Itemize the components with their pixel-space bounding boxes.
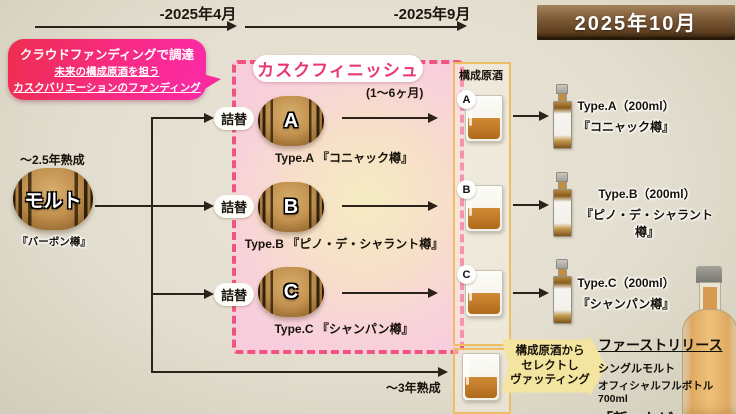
arrow-a-to-beaker xyxy=(342,117,428,119)
connector-line-branch-c xyxy=(151,293,205,295)
connector-line-branch-a xyxy=(151,117,205,119)
mini-bottle-c xyxy=(552,259,572,324)
mini-bottle-b-type: Type.B（200ml） xyxy=(598,187,696,201)
barrel-b: B xyxy=(258,182,324,232)
barrel-c: C xyxy=(258,267,324,317)
crowdfunding-callout: クラウドファンディングで調達 未来の構成原酒を担う カスクバリエーションのファン… xyxy=(8,39,206,100)
arrowhead-beaker-c-to-bottle xyxy=(539,287,549,298)
vatting-callout: 構成原酒から セレクトし ヴァッティング xyxy=(502,335,606,397)
arrow-b-to-beaker xyxy=(342,205,428,207)
mini-bottle-c-type: Type.C（200ml） xyxy=(577,276,675,290)
timeline-label-april: -2025年4月 xyxy=(159,6,237,23)
refill-pill-a: 詰替 xyxy=(214,107,254,130)
crowdfunding-subtitle-1: 未来の構成原酒を担う xyxy=(54,66,160,78)
beaker-a xyxy=(465,95,503,142)
barrel-a-type-label: Type.A 『コニャック樽』 xyxy=(274,151,413,165)
full-bottle-body xyxy=(682,309,736,414)
malt-aging-label: 〜2.5年熟成 xyxy=(20,153,85,167)
arrowhead-branch-a xyxy=(204,112,214,123)
arrow-beaker-c-to-bottle xyxy=(513,292,539,294)
malt-barrel-label: モルト xyxy=(24,190,82,212)
crowdfunding-title: クラウドファンディングで調達 xyxy=(19,48,195,62)
mini-bottle-c-cask: 『シャンパン樽』 xyxy=(577,297,675,311)
mini-bottle-a-cask: 『コニャック樽』 xyxy=(577,120,674,134)
component-badge-a: A xyxy=(457,90,476,109)
full-bottle-neck xyxy=(699,282,721,314)
vatting-line-2: セレクトし xyxy=(521,359,579,372)
beaker-c xyxy=(465,270,503,317)
component-badge-b: B xyxy=(457,180,476,199)
timeline-arrow-april xyxy=(35,26,229,28)
refill-pill-b: 詰替 xyxy=(214,195,254,218)
timeline-arrowhead-april xyxy=(227,21,237,31)
vatting-beaker xyxy=(462,353,500,401)
mini-bottle-c-neck xyxy=(557,269,567,276)
mini-bottle-c-label: Type.C（200ml） 『シャンパン樽』 xyxy=(570,274,682,312)
arrowhead-c-to-beaker xyxy=(428,287,438,298)
barrel-c-letter: C xyxy=(283,280,299,303)
timeline-label-september: -2025年9月 xyxy=(393,6,471,23)
mini-bottle-b-neck xyxy=(557,182,567,189)
first-release-title: ファーストリリース xyxy=(598,337,723,353)
mini-bottle-b-cap xyxy=(556,172,568,182)
first-release-line-1: シングルモルト xyxy=(598,363,675,375)
speech-bubble-tail xyxy=(203,74,221,90)
barrel-b-letter: B xyxy=(283,195,299,218)
barrel-b-type-label: Type.B 『ピノ・デ・シャラント樽』 xyxy=(244,237,444,251)
timeline-arrowhead-september xyxy=(457,21,467,31)
mini-bottle-a-cap xyxy=(556,84,568,94)
mini-bottle-a-label: Type.A（200ml） 『コニャック樽』 xyxy=(570,97,682,135)
connector-line-main xyxy=(95,205,205,207)
timeline-arrow-september xyxy=(245,26,457,28)
mini-bottle-a-type: Type.A（200ml） xyxy=(577,99,675,113)
arrow-beaker-b-to-bottle xyxy=(513,204,539,206)
vatting-line-3: ヴァッティング xyxy=(510,374,590,387)
connector-line-vatting xyxy=(151,371,439,373)
cask-finish-title: カスクフィニッシュ xyxy=(253,55,423,82)
arrowhead-branch-b xyxy=(204,200,214,211)
first-release-line-2: オフィシャルフルボトル 700ml xyxy=(598,380,714,405)
mini-bottle-c-cap xyxy=(556,259,568,269)
component-badge-c: C xyxy=(457,265,476,284)
first-release-block: ファーストリリース シングルモルト オフィシャルフルボトル 700ml 「哲」な… xyxy=(598,335,734,414)
arrowhead-a-to-beaker xyxy=(428,112,438,123)
mini-bottle-b xyxy=(552,172,572,237)
malt-barrel: モルト xyxy=(13,168,93,230)
vatting-aging-label: 〜3年熟成 xyxy=(386,381,441,395)
beaker-b xyxy=(465,185,503,232)
mini-bottle-a xyxy=(552,84,572,149)
arrowhead-beaker-a-to-bottle xyxy=(539,110,549,121)
barrel-a: A xyxy=(258,96,324,146)
mini-bottle-c-body xyxy=(552,276,572,324)
first-release-line-3: 「哲」など xyxy=(598,408,734,414)
component-header: 構成原酒 xyxy=(459,70,503,82)
connector-line-vertical xyxy=(151,117,153,373)
barrel-c-type-label: Type.C 『シャンパン樽』 xyxy=(274,322,414,336)
vatting-line-1: 構成原酒から xyxy=(515,344,585,357)
mini-bottle-a-neck xyxy=(557,94,567,101)
mini-bottle-b-body xyxy=(552,189,572,237)
full-bottle-cap xyxy=(696,266,722,283)
arrowhead-beaker-b-to-bottle xyxy=(539,199,549,210)
timeline-banner-october: 2025年10月 xyxy=(537,5,735,40)
mini-bottle-b-cask: 『ピノ・デ・シャラント樽』 xyxy=(580,208,713,239)
arrow-c-to-beaker xyxy=(342,292,428,294)
crowdfunding-subtitle-2: カスクバリエーションのファンディング xyxy=(13,82,201,94)
refill-pill-c: 詰替 xyxy=(214,283,254,306)
mini-bottle-a-body xyxy=(552,101,572,149)
cask-finish-duration: (1〜6ヶ月) xyxy=(366,86,424,100)
barrel-a-letter: A xyxy=(283,109,299,132)
malt-cask-label: 『バーボン樽』 xyxy=(17,236,91,248)
mini-bottle-b-label: Type.B（200ml） 『ピノ・デ・シャラント樽』 xyxy=(576,185,718,240)
arrowhead-b-to-beaker xyxy=(428,200,438,211)
arrowhead-vatting xyxy=(438,366,448,377)
arrow-beaker-a-to-bottle xyxy=(513,115,539,117)
arrowhead-branch-c xyxy=(204,288,214,299)
